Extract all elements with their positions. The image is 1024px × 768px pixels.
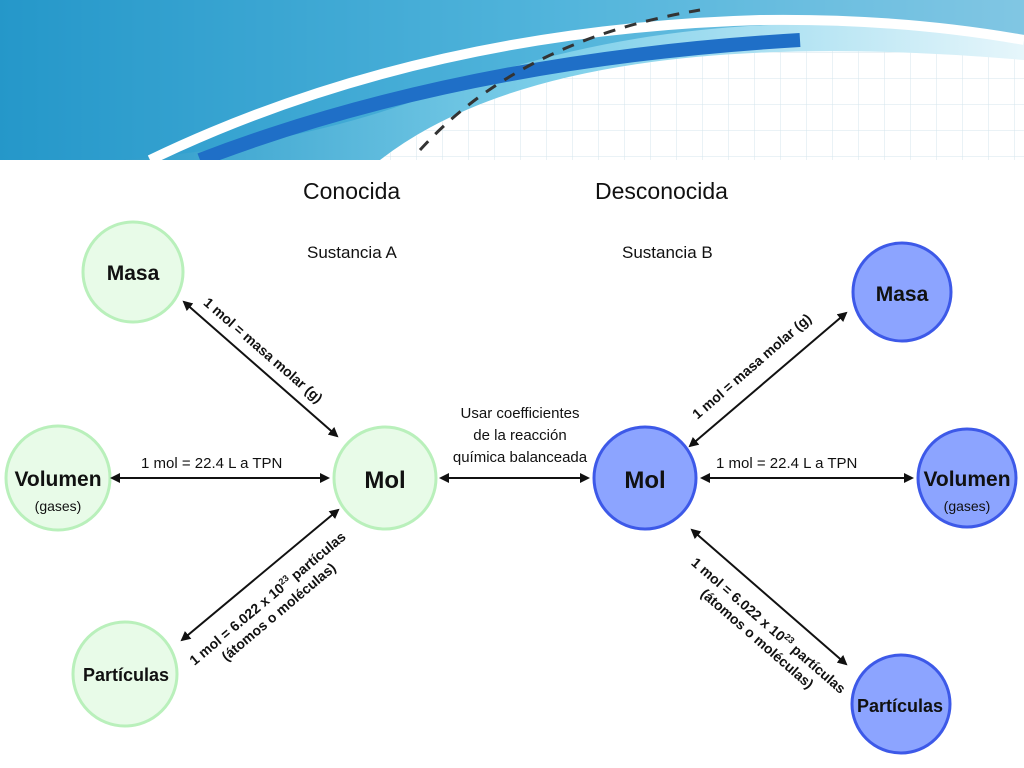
- left-masa-node: [81, 220, 185, 324]
- header-banner: [0, 0, 1024, 160]
- left-column-subtitle: Sustancia A: [307, 243, 397, 262]
- left-column-title: Conocida: [303, 178, 401, 204]
- coefficients-line-2: de la reacción: [473, 427, 567, 444]
- left-volumen-relation: 1 mol = 22.4 L a TPN: [141, 455, 283, 472]
- right-volumen-label: Volumen: [923, 468, 1010, 491]
- right-column-subtitle: Sustancia B: [622, 243, 713, 262]
- right-mol-node: [592, 425, 698, 531]
- right-volumen-node: [916, 427, 1018, 529]
- arrow-left-particulas-mol: [180, 508, 340, 642]
- coefficients-note: Usar coefficientes de la reacción químic…: [440, 403, 600, 469]
- left-mol-node: [332, 425, 438, 531]
- arrow-right-masa-mol: [688, 311, 848, 448]
- left-volumen-label: Volumen: [14, 468, 101, 491]
- right-particulas-node: [850, 653, 952, 755]
- coefficients-line-3: química balanceada: [452, 449, 588, 466]
- right-particulas-label: Partículas: [857, 696, 943, 716]
- right-mol-label: Mol: [624, 467, 665, 494]
- left-particulas-node: [71, 620, 179, 728]
- left-particulas-label: Partículas: [83, 665, 169, 685]
- arrow-left-masa-mol: [182, 300, 339, 438]
- left-mol-label: Mol: [364, 467, 405, 494]
- arrow-right-particulas-mol: [690, 528, 848, 666]
- left-gases-label: (gases): [35, 498, 82, 514]
- coefficients-line-1: Usar coefficientes: [460, 405, 580, 422]
- right-gases-label: (gases): [944, 498, 991, 514]
- right-column-title: Desconocida: [595, 178, 728, 204]
- left-masa-label: Masa: [107, 262, 160, 285]
- right-masa-node: [851, 241, 953, 343]
- right-masa-label: Masa: [876, 283, 929, 306]
- right-volumen-relation: 1 mol = 22.4 L a TPN: [716, 455, 858, 472]
